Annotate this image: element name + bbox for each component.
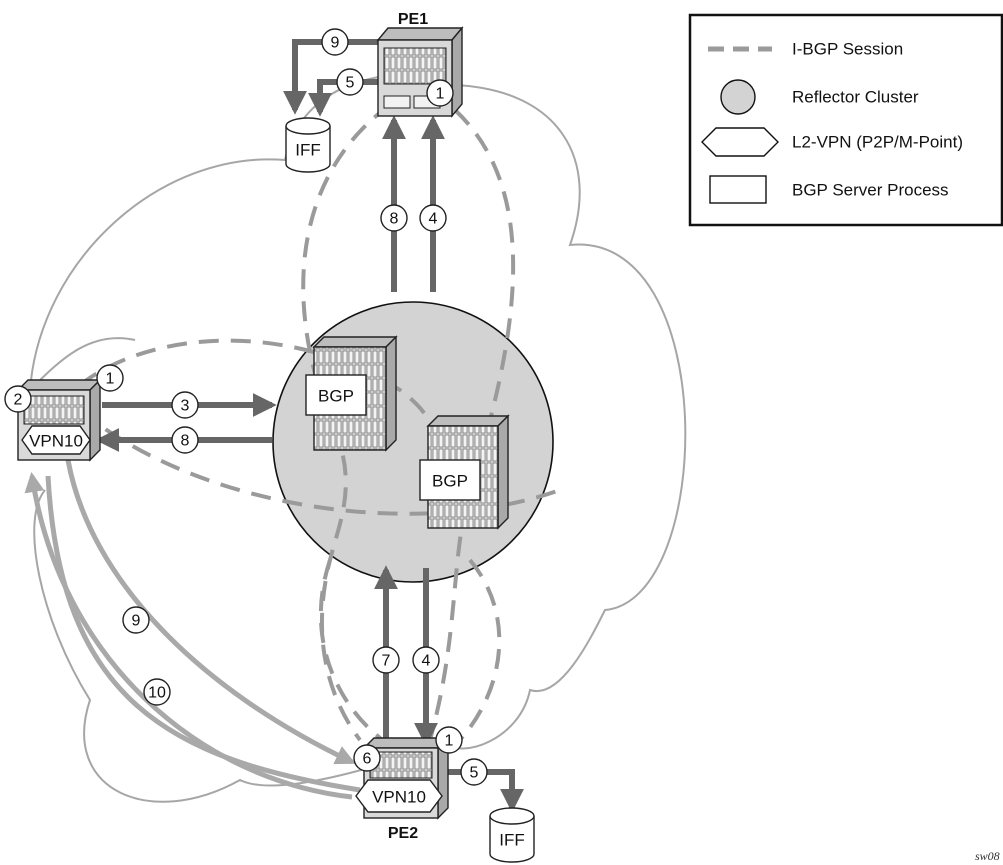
step-marker: 8 xyxy=(171,426,199,454)
step-marker: 5 xyxy=(460,758,488,786)
step-number: 2 xyxy=(14,392,23,409)
step-marker: 9 xyxy=(321,28,349,56)
step-number: 6 xyxy=(363,751,372,768)
left-vpn-tag: VPN10 xyxy=(21,425,91,455)
iff-label-pe1: IFF xyxy=(295,141,321,160)
step-marker: 2 xyxy=(4,385,32,413)
iff-database-pe1: IFF xyxy=(285,117,331,173)
step-number: 1 xyxy=(436,86,445,103)
legend: I-BGP Session Reflector Cluster L2-VPN (… xyxy=(688,13,1003,227)
arrow-left-loop xyxy=(45,475,361,793)
bgp-label-b: BGP xyxy=(432,472,468,491)
step-marker: 1 xyxy=(426,79,454,107)
step-number: 8 xyxy=(390,211,399,228)
step-number: 3 xyxy=(181,398,190,415)
step-number: 8 xyxy=(181,433,190,450)
step-number: 5 xyxy=(346,75,355,92)
figure-id: sw08 xyxy=(975,849,1000,863)
legend-item-bgp-server: BGP Server Process xyxy=(709,175,949,204)
step-marker: 3 xyxy=(171,391,199,419)
legend-item-ibgp-session: I-BGP Session xyxy=(708,40,903,59)
step-marker: 7 xyxy=(372,646,400,674)
left-vpn-label: VPN10 xyxy=(29,432,83,451)
iff-database-pe2: IFF xyxy=(489,807,535,863)
step-marker: 5 xyxy=(336,68,364,96)
legend-label: BGP Server Process xyxy=(792,181,949,200)
arrow-pe1-iff-9 xyxy=(283,39,378,115)
pe2-vpn-label: VPN10 xyxy=(372,788,426,807)
bgp-process-a: BGP xyxy=(305,374,367,416)
step-number: 10 xyxy=(148,685,166,702)
step-marker: 9 xyxy=(122,606,150,634)
step-marker: 4 xyxy=(419,204,447,232)
pe2-vpn-tag: VPN10 xyxy=(355,779,443,813)
step-number: 7 xyxy=(382,653,391,670)
legend-label: L2-VPN (P2P/M-Point) xyxy=(792,133,963,152)
step-markers: 9 5 1 8 4 1 2 3 8 9 10 7 4 6 1 5 xyxy=(4,28,488,786)
legend-item-l2-vpn: L2-VPN (P2P/M-Point) xyxy=(701,127,963,157)
iff-label-pe2: IFF xyxy=(499,831,525,850)
pe1-router xyxy=(376,26,464,118)
pe2-label: PE2 xyxy=(388,825,418,842)
bgp-process-b: BGP xyxy=(419,459,481,501)
bgp-label-a: BGP xyxy=(318,387,354,406)
arrow-left-to-pe2 xyxy=(65,459,356,765)
legend-label: I-BGP Session xyxy=(792,40,903,59)
step-number: 9 xyxy=(132,613,141,630)
step-number: 1 xyxy=(445,733,454,750)
legend-label: Reflector Cluster xyxy=(792,88,919,107)
step-marker: 6 xyxy=(353,744,381,772)
step-number: 4 xyxy=(429,211,438,228)
step-number: 9 xyxy=(331,35,340,52)
step-marker: 4 xyxy=(412,646,440,674)
legend-item-reflector-cluster: Reflector Cluster xyxy=(720,79,919,115)
step-marker: 8 xyxy=(380,204,408,232)
step-marker: 1 xyxy=(96,364,124,392)
pe1-label: PE1 xyxy=(398,11,428,28)
network-cloud xyxy=(28,73,687,803)
step-marker: 1 xyxy=(435,726,463,754)
step-number: 5 xyxy=(470,765,479,782)
step-number: 1 xyxy=(106,371,115,388)
step-marker: 10 xyxy=(143,678,171,706)
step-number: 4 xyxy=(422,653,431,670)
